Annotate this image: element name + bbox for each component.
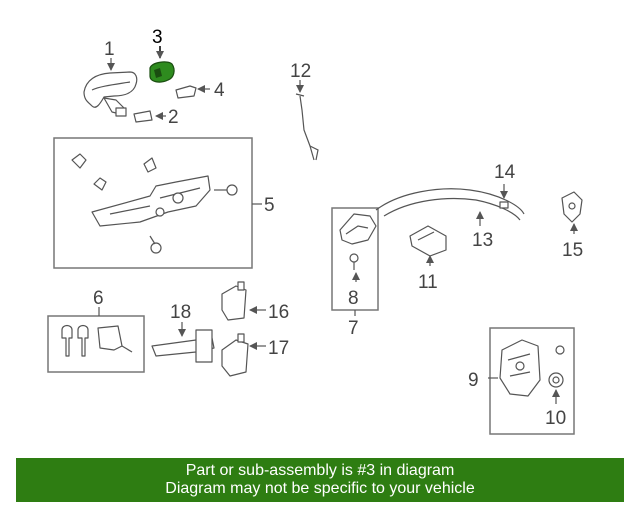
part-2-handle-cap[interactable]: 2 xyxy=(133,107,179,128)
part-11-bracket[interactable]: 11 xyxy=(409,225,447,293)
part-5-frame-assembly[interactable]: 5 xyxy=(53,137,275,269)
part-1-outside-handle[interactable]: 1 xyxy=(83,39,138,117)
notice-banner: Part or sub-assembly is #3 in diagram Di… xyxy=(16,458,624,502)
callout-3: 3 xyxy=(152,27,163,48)
callout-7: 7 xyxy=(348,318,359,339)
callout-14: 14 xyxy=(494,162,516,183)
callout-4: 4 xyxy=(214,80,225,101)
part-12-lock-rod[interactable]: 12 xyxy=(290,61,319,161)
callout-5: 5 xyxy=(264,195,275,216)
part-13-cable[interactable]: 13 xyxy=(375,188,525,251)
part-15-striker[interactable]: 15 xyxy=(561,191,583,261)
callout-2: 2 xyxy=(168,107,179,128)
callout-9: 9 xyxy=(468,370,479,391)
callout-11: 11 xyxy=(418,272,438,293)
callout-13: 13 xyxy=(472,230,493,251)
part-4-pad[interactable]: 4 xyxy=(175,80,225,101)
part-7-inside-handle-assembly[interactable]: 7 xyxy=(331,207,379,339)
part-18-door-check[interactable]: 18 xyxy=(151,302,215,363)
part-6-key-set[interactable]: 6 xyxy=(47,288,145,373)
callout-12: 12 xyxy=(290,61,311,82)
callout-8: 8 xyxy=(348,288,359,309)
callout-6: 6 xyxy=(93,288,104,309)
callout-17: 17 xyxy=(268,338,289,359)
part-8-screw[interactable]: 8 xyxy=(348,253,360,309)
part-9-lock-assembly[interactable]: 9 xyxy=(468,327,575,435)
callout-10: 10 xyxy=(545,408,566,429)
part-10-grommet[interactable]: 10 xyxy=(545,372,566,429)
callout-18: 18 xyxy=(170,302,191,323)
banner-line-2: Diagram may not be specific to your vehi… xyxy=(165,480,475,497)
banner-line-1: Part or sub-assembly is #3 in diagram xyxy=(185,462,455,479)
callout-1: 1 xyxy=(104,39,115,60)
part-17-hinge-lower[interactable]: 17 xyxy=(221,333,289,377)
callout-15: 15 xyxy=(562,240,583,261)
callout-16: 16 xyxy=(268,302,289,323)
part-14-clip[interactable]: 14 xyxy=(494,162,516,209)
part-3-highlighted-bezel[interactable]: 3 xyxy=(149,27,175,83)
part-16-hinge-upper[interactable]: 16 xyxy=(221,281,289,323)
